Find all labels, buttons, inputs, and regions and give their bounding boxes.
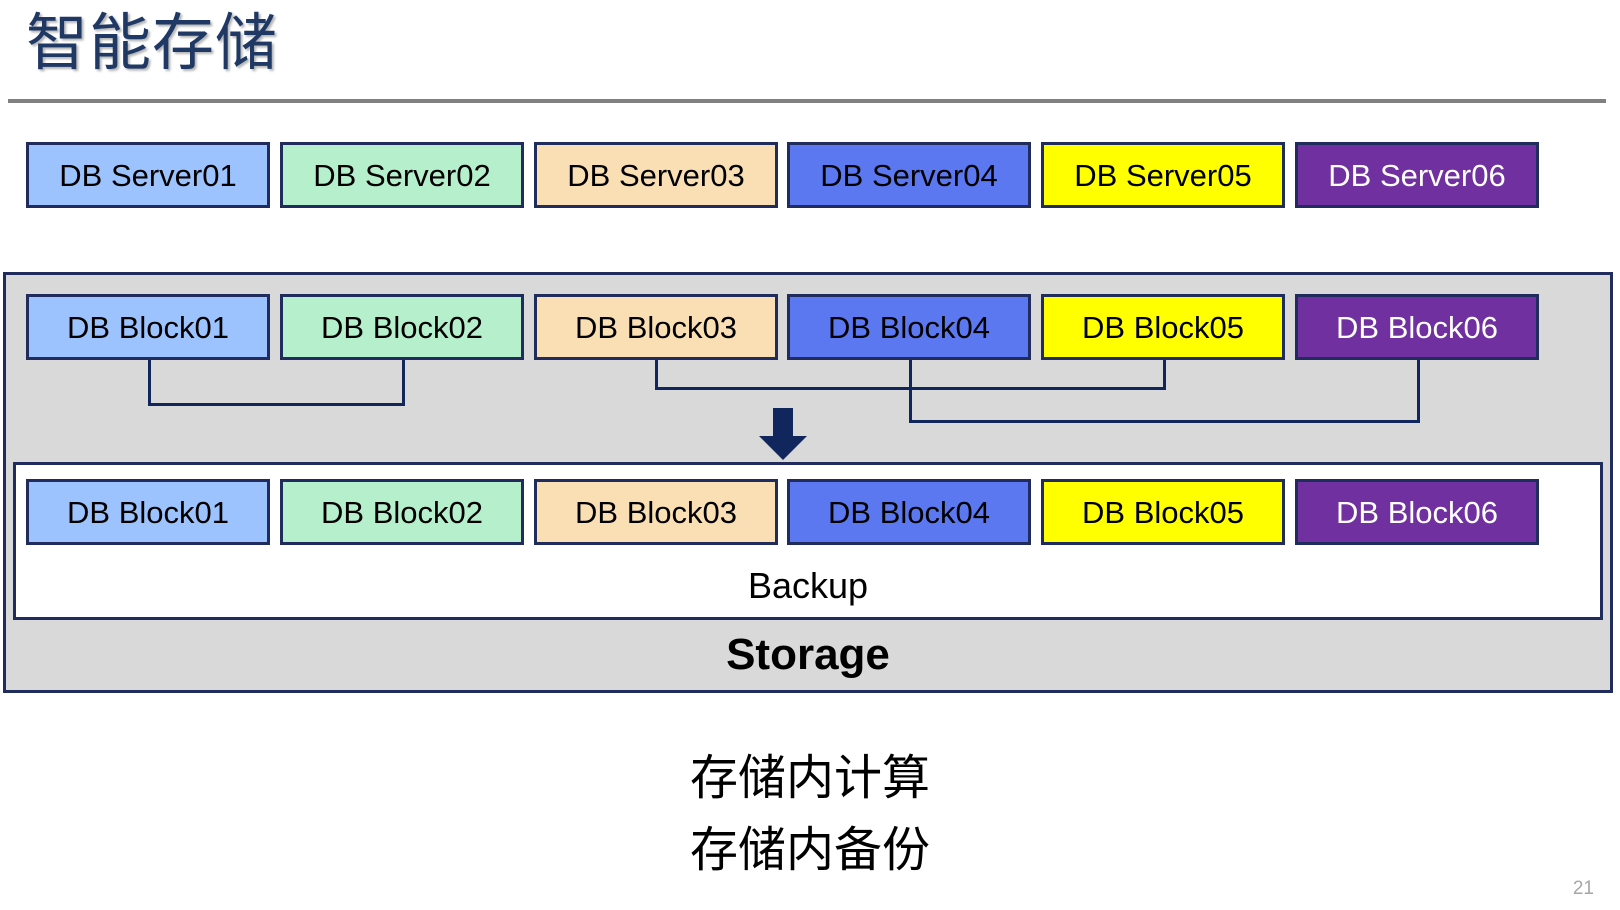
backup-block-chip-1[interactable]: DB Block01 [26, 479, 270, 545]
db-block-chip-3[interactable]: DB Block03 [534, 294, 778, 360]
db-server-chip-3-label: DB Server03 [567, 157, 745, 193]
db-server-chip-3[interactable]: DB Server03 [534, 142, 778, 208]
link-block04-block06-crossbar [909, 420, 1420, 423]
caption-line-1: 存储内计算 [689, 752, 930, 805]
backup-block-chip-5[interactable]: DB Block05 [1041, 479, 1285, 545]
page-number: 21 [1572, 878, 1594, 899]
backup-block-chip-6[interactable]: DB Block06 [1295, 479, 1539, 545]
db-server-chip-4[interactable]: DB Server04 [787, 142, 1031, 208]
db-server-chip-5-label: DB Server05 [1074, 157, 1252, 193]
db-block-chip-4-label: DB Block04 [828, 309, 990, 345]
db-server-chip-5[interactable]: DB Server05 [1041, 142, 1285, 208]
backup-block-chip-2-label: DB Block02 [321, 494, 483, 530]
title-divider [8, 99, 1606, 103]
link-block03-block05-left-stem [655, 360, 658, 390]
db-server-chip-2-label: DB Server02 [313, 157, 491, 193]
db-server-chip-1[interactable]: DB Server01 [26, 142, 270, 208]
page-title: 智能存储 [26, 9, 279, 78]
link-block01-block02-crossbar [148, 403, 405, 406]
backup-block-chip-4[interactable]: DB Block04 [787, 479, 1031, 545]
backup-block-chip-1-label: DB Block01 [67, 494, 229, 530]
db-server-chip-1-label: DB Server01 [59, 157, 237, 193]
link-block04-block06-left-stem [909, 360, 912, 423]
db-block-chip-3-label: DB Block03 [575, 309, 737, 345]
db-block-chip-6-label: DB Block06 [1336, 309, 1498, 345]
backup-block-chip-6-label: DB Block06 [1336, 494, 1498, 530]
down-arrow-icon [757, 408, 809, 460]
backup-block-chip-2[interactable]: DB Block02 [280, 479, 524, 545]
link-block04-block06-right-stem [1417, 360, 1420, 423]
backup-block-chip-4-label: DB Block04 [828, 494, 990, 530]
link-block01-block02-left-stem [148, 360, 151, 406]
db-server-chip-2[interactable]: DB Server02 [280, 142, 524, 208]
db-block-chip-6[interactable]: DB Block06 [1295, 294, 1539, 360]
db-server-chip-4-label: DB Server04 [820, 157, 998, 193]
backup-block-chip-5-label: DB Block05 [1082, 494, 1244, 530]
db-block-chip-1-label: DB Block01 [67, 309, 229, 345]
db-block-chip-4[interactable]: DB Block04 [787, 294, 1031, 360]
db-server-chip-6-label: DB Server06 [1328, 157, 1506, 193]
db-block-chip-5[interactable]: DB Block05 [1041, 294, 1285, 360]
backup-label: Backup [747, 565, 869, 606]
backup-block-chip-3-label: DB Block03 [575, 494, 737, 530]
backup-block-chip-3[interactable]: DB Block03 [534, 479, 778, 545]
db-server-chip-6[interactable]: DB Server06 [1295, 142, 1539, 208]
link-block03-block05-right-stem [1163, 360, 1166, 390]
storage-label: Storage [726, 630, 890, 679]
link-block01-block02-right-stem [402, 360, 405, 406]
caption-line-2: 存储内备份 [689, 824, 930, 877]
db-block-chip-2[interactable]: DB Block02 [280, 294, 524, 360]
db-block-chip-2-label: DB Block02 [321, 309, 483, 345]
db-block-chip-1[interactable]: DB Block01 [26, 294, 270, 360]
db-block-chip-5-label: DB Block05 [1082, 309, 1244, 345]
